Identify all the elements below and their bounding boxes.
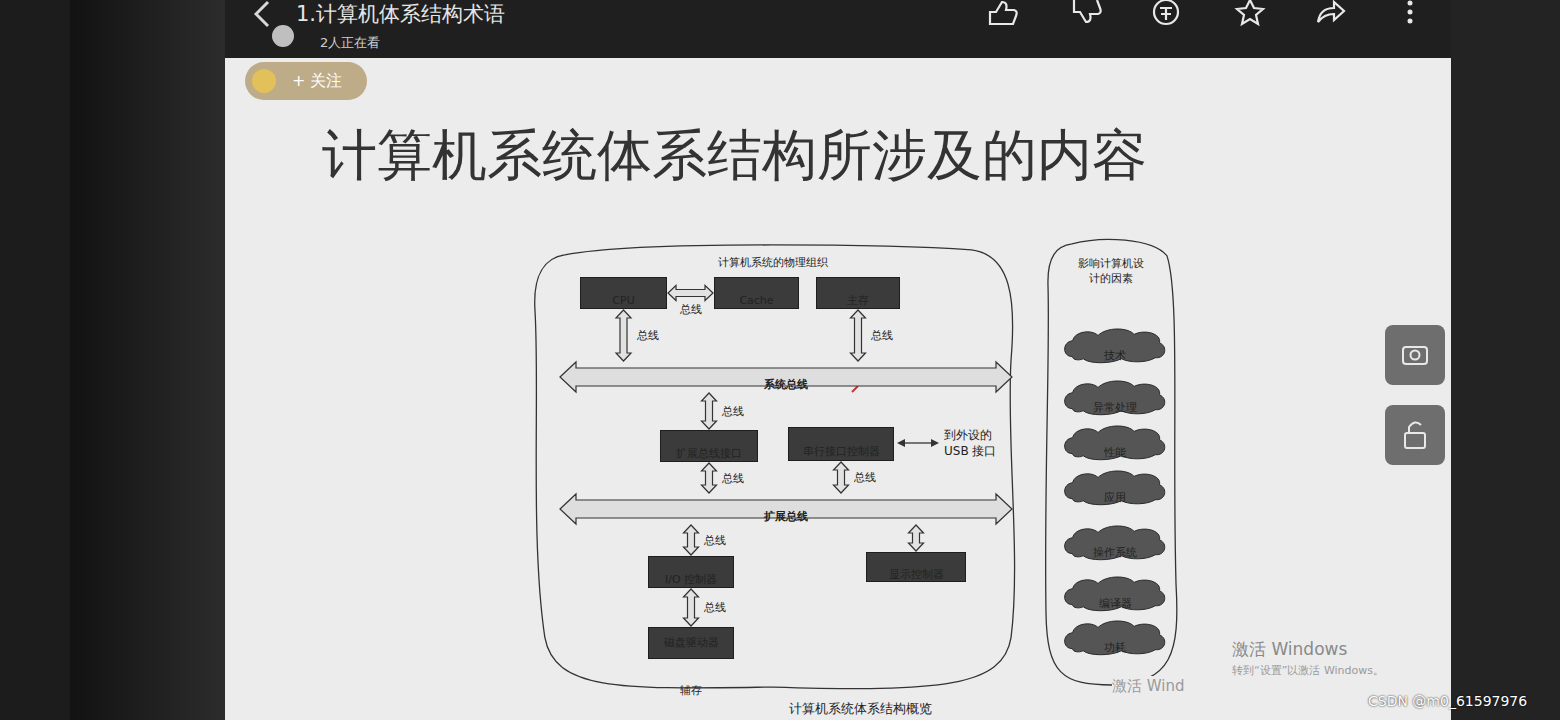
factor-cloud: 编译器 xyxy=(1062,575,1168,611)
component-box: 磁盘驱动器辅存 xyxy=(648,627,734,659)
right-bezel xyxy=(1451,0,1560,720)
node-label: 计算机系统的物理组织 xyxy=(525,240,1021,270)
factor-cloud: 性能 xyxy=(1062,424,1168,460)
connector-label: 总线 xyxy=(869,329,895,342)
follow-pill xyxy=(245,62,367,100)
bus-connector xyxy=(834,462,849,493)
follow-button: + 关注 xyxy=(292,70,343,91)
node-label: 功耗 xyxy=(1080,640,1150,655)
node-label: 编译器 xyxy=(1080,596,1150,611)
lock-icon xyxy=(1405,433,1425,448)
bus-connector xyxy=(702,393,717,429)
component-box: 主存 xyxy=(816,277,900,309)
like-icon xyxy=(990,2,1017,24)
region-blob: 影响计算机设计的因素技术异常处理性能应用操作系统编译器功耗 xyxy=(1042,236,1180,688)
node-label: 扩展总线 xyxy=(764,494,808,524)
slide-title: 计算机系统体系结构所涉及的内容 xyxy=(322,122,1147,188)
node-label: I/O 控制器 xyxy=(665,557,717,587)
component-box: CPU xyxy=(580,277,667,309)
factor-cloud: 异常处理 xyxy=(1062,379,1168,415)
watermark: 激活 Wind xyxy=(1112,676,1184,696)
factor-cloud: 技术 xyxy=(1062,327,1168,363)
component-box: I/O 控制器 xyxy=(648,556,734,588)
bus-connector xyxy=(909,525,924,551)
screen-bezel xyxy=(70,0,226,720)
node-label: 应用 xyxy=(1080,490,1150,505)
bus-connector xyxy=(684,589,699,626)
watermark: CSDN @m0_61597976 xyxy=(1368,692,1527,710)
connector-label: 总线 xyxy=(720,405,746,418)
connector-label: 总线 xyxy=(702,601,728,614)
bus-connector xyxy=(684,525,699,555)
storage-label: 辅存 xyxy=(680,668,702,684)
connector-label: 总线 xyxy=(852,471,878,484)
node-label: 异常处理 xyxy=(1080,400,1150,415)
camera-icon xyxy=(1403,347,1427,364)
connector-label: 总线 xyxy=(635,329,661,342)
usb-arrow xyxy=(897,439,939,447)
pointer-mark xyxy=(852,386,858,392)
bus-band: 扩展总线 xyxy=(560,494,1012,524)
bus-connector xyxy=(668,286,713,301)
author-avatar xyxy=(252,69,276,93)
node-label: 系统总线 xyxy=(764,362,808,392)
star-icon xyxy=(1237,0,1263,24)
node-label: 扩展总线接口 xyxy=(676,431,742,461)
node-label: Cache xyxy=(739,278,773,308)
toolbar-icons xyxy=(990,0,1344,24)
top-bar xyxy=(225,0,1451,58)
node-label: 串行接口控制器 xyxy=(803,429,880,459)
watermark: 转到“设置”以激活 Windows。 xyxy=(1232,664,1384,678)
coin-icon xyxy=(1154,0,1178,24)
back-arrow xyxy=(256,2,268,26)
bus-connector xyxy=(851,310,866,361)
figure-caption: 计算机系统体系结构概览 xyxy=(760,701,960,717)
component-box: 串行接口控制器 xyxy=(788,427,894,461)
lock-shackle xyxy=(1409,422,1421,433)
node-label: 性能 xyxy=(1080,445,1150,460)
node-label: CPU xyxy=(612,278,634,308)
node-label: 影响计算机设计的因素 xyxy=(1076,256,1146,286)
blob-outline xyxy=(1042,236,1180,688)
component-box: Cache xyxy=(714,277,799,309)
bus-band: 系统总线 xyxy=(560,362,1012,392)
connector-label: 总线 xyxy=(702,534,728,547)
node-label: 磁盘驱动器 xyxy=(664,620,719,650)
share-icon xyxy=(1318,2,1344,22)
viewer-avatar xyxy=(272,25,294,47)
region-blob: 计算机系统的物理组织 CPU Cache 主存系统总线扩展总线接口 串行接口控制器扩展总… xyxy=(525,240,1021,692)
factor-cloud: 操作系统 xyxy=(1062,524,1168,560)
more-icon xyxy=(1408,1,1413,24)
coin-mark xyxy=(1160,8,1172,20)
factor-cloud: 应用 xyxy=(1062,469,1168,505)
camera-button xyxy=(1385,325,1445,385)
bus-connector xyxy=(702,463,717,493)
connector-label: 总线 xyxy=(720,472,746,485)
lock-button xyxy=(1385,405,1445,465)
dislike-icon xyxy=(1074,0,1101,22)
node-label: 操作系统 xyxy=(1080,545,1150,560)
component-box: 显示控制器 xyxy=(866,552,966,582)
factor-cloud: 功耗 xyxy=(1062,619,1168,655)
node-label: 主存 xyxy=(847,278,869,308)
connector-label: 总线 xyxy=(678,303,704,316)
lesson-title: 1.计算机体系结构术语 xyxy=(296,1,505,28)
node-label: 显示控制器 xyxy=(889,552,944,582)
viewer-count: 2人正在看 xyxy=(320,34,380,51)
bus-connector xyxy=(616,310,631,361)
slide-ground xyxy=(225,58,1451,720)
node-label: 技术 xyxy=(1080,348,1150,363)
watermark: 激活 Windows xyxy=(1232,638,1347,660)
camera-lens xyxy=(1411,351,1420,360)
component-box: 扩展总线接口 xyxy=(660,430,758,462)
usb-note: 到外设的 USB 接口 xyxy=(944,427,1008,459)
